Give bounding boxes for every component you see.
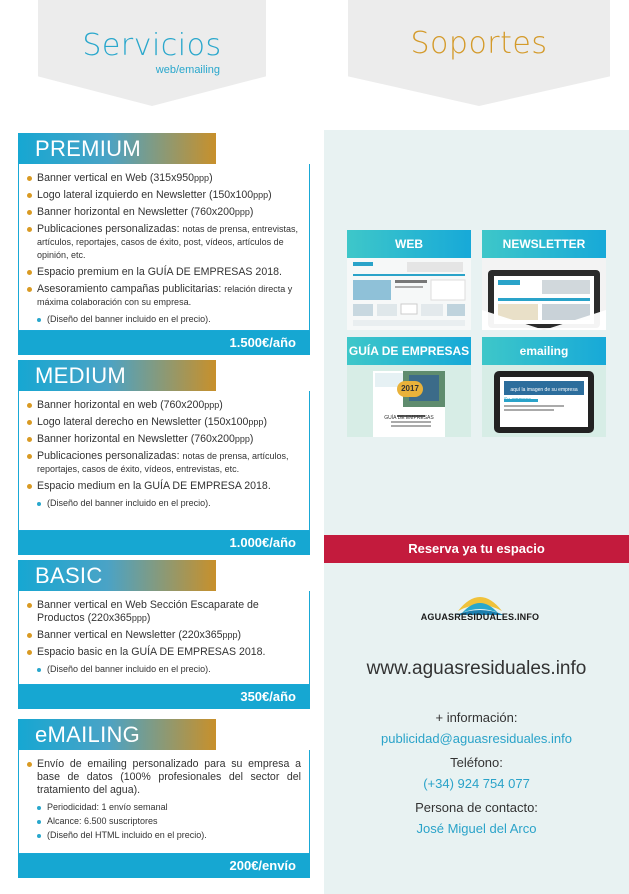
feature-note: Periodicidad: 1 envío semanal [33, 801, 301, 814]
plan-emailing-title: eMAILING [18, 719, 216, 750]
feature-item: Espacio premium en la GUÍA DE EMPRESAS 2… [27, 266, 301, 279]
feature-item: Banner vertical en Web Sección Escaparat… [27, 599, 301, 625]
website-link[interactable]: www.aguasresiduales.info [366, 658, 587, 679]
feature-item: Banner horizontal en Newsletter (760x200… [27, 206, 301, 219]
plan-emailing-price: 200€/envío [18, 854, 310, 878]
services-header: Servicios web/emailing [38, 0, 266, 106]
feature-item: Banner vertical en Web (315x950ppp) [27, 172, 301, 185]
tile-newsletter-label: NEWSLETTER [482, 230, 606, 258]
plan-emailing: eMAILING Envío de emailing personalizado… [18, 719, 310, 878]
plan-basic-features: Banner vertical en Web Sección Escaparat… [18, 591, 310, 685]
feature-item: Banner vertical en Newsletter (220x365pp… [27, 629, 301, 642]
feature-note: (Diseño del banner incluido en el precio… [33, 663, 301, 676]
plan-basic: BASIC Banner vertical en Web Sección Esc… [18, 560, 310, 709]
plan-medium-title: MEDIUM [18, 360, 216, 391]
plan-premium: PREMIUM Banner vertical en Web (315x950p… [18, 133, 310, 355]
feature-note: (Diseño del banner incluido en el precio… [33, 497, 301, 510]
feature-item: Logo lateral derecho en Newsletter (150x… [27, 416, 301, 429]
feature-item: Envío de emailing personalizado para su … [27, 758, 301, 797]
plan-basic-title: BASIC [18, 560, 216, 591]
reserve-banner: Reserva ya tu espacio [324, 535, 629, 563]
contact-name: José Miguel del Arco [416, 821, 537, 836]
tile-web-label: WEB [347, 230, 471, 258]
water-drop-icon [456, 597, 504, 615]
supports-title: Soportes [410, 26, 548, 61]
supports-header: Soportes [348, 0, 610, 106]
tile-guia: GUÍA DE EMPRESAS 2017 GUÍA DE EMPRESAS [347, 337, 471, 437]
feature-note: (Diseño del banner incluido en el precio… [33, 313, 301, 326]
guia-year-badge: 2017 [397, 381, 423, 397]
plan-basic-price: 350€/año [18, 685, 310, 709]
phone-link[interactable]: (+34) 924 754 077 [423, 776, 530, 791]
services-title: Servicios [82, 28, 222, 63]
web-screenshot-image [347, 258, 471, 330]
logo-text: AGUASRESIDUALES.INFO [420, 612, 540, 622]
plan-medium: MEDIUM Banner horizontal en web (760x200… [18, 360, 310, 555]
plan-emailing-features: Envío de emailing personalizado para su … [18, 750, 310, 854]
more-info-label: + información: [435, 710, 518, 725]
feature-item: Banner horizontal en web (760x200ppp) [27, 399, 301, 412]
phone-label: Teléfono: [450, 755, 503, 770]
feature-note: Alcance: 6.500 suscriptores [33, 815, 301, 828]
feature-item: Asesoramiento campañas publicitarias: re… [27, 283, 301, 309]
plan-medium-price: 1.000€/año [18, 531, 310, 555]
feature-item: Espacio medium en la GUÍA DE EMPRESA 201… [27, 480, 301, 493]
plan-premium-title: PREMIUM [18, 133, 216, 164]
feature-item: Publicaciones personalizadas: notas de p… [27, 223, 301, 262]
tile-emailing: emailing aquí la imagen de su empresa Su… [482, 337, 606, 437]
feature-item: Logo lateral izquierdo en Newsletter (15… [27, 189, 301, 202]
feature-note: (Diseño del HTML incluido en el precio). [33, 829, 301, 842]
plan-premium-features: Banner vertical en Web (315x950ppp) Logo… [18, 164, 310, 331]
services-subtitle: web/emailing [155, 64, 220, 76]
plan-medium-features: Banner horizontal en web (760x200ppp) Lo… [18, 391, 310, 531]
guia-book-image [347, 365, 471, 437]
tile-guia-label: GUÍA DE EMPRESAS [347, 337, 471, 365]
email-link[interactable]: publicidad@aguasresiduales.info [381, 731, 572, 746]
aguasresiduales-logo: AGUASRESIDUALES.INFO [410, 585, 550, 633]
emailing-screen-text: aquí la imagen de su empresa [510, 387, 578, 393]
plan-premium-price: 1.500€/año [18, 331, 310, 355]
feature-item: Banner horizontal en Newsletter (760x200… [27, 433, 301, 446]
emailing-tablet-image [482, 365, 606, 437]
tile-emailing-label: emailing [482, 337, 606, 365]
feature-item: Publicaciones personalizadas: notas de p… [27, 450, 301, 476]
emailing-sub-text: Su empresa [504, 397, 531, 403]
feature-item: Espacio basic en la GUÍA DE EMPRESAS 201… [27, 646, 301, 659]
tile-web: WEB [347, 230, 471, 330]
tile-newsletter: NEWSLETTER [482, 230, 606, 330]
guia-cover-title: GUÍA DE EMPRESAS [384, 415, 434, 421]
newsletter-tablet-image [482, 258, 606, 330]
contact-label: Persona de contacto: [415, 800, 538, 815]
